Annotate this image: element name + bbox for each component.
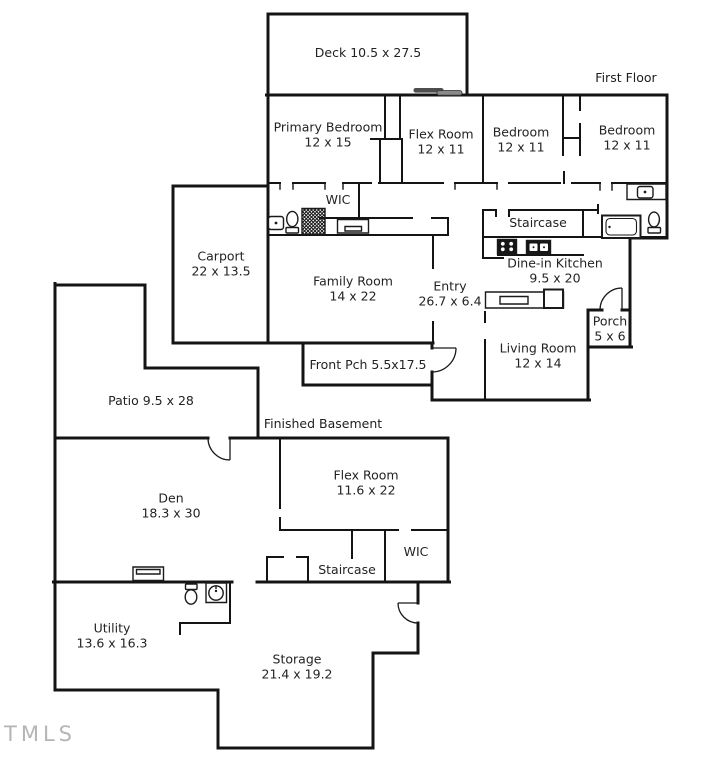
room-label-den: Den 18.3 x 30 <box>141 490 201 521</box>
room-dims: 12 x 11 <box>497 139 545 154</box>
room-name: Den <box>158 490 184 506</box>
room-name: Flex Room <box>408 126 474 142</box>
kitchen-counter-icon <box>486 290 564 309</box>
room-dims: 26.7 x 6.4 <box>418 293 482 308</box>
room-name: Utility <box>93 620 131 636</box>
room-dims: 13.6 x 16.3 <box>76 635 148 650</box>
room-name: Family Room <box>313 273 393 289</box>
basement-staircase-walls <box>267 530 352 582</box>
first-floor-title: First Floor <box>595 69 657 85</box>
basement-interior-walls <box>180 438 448 634</box>
fireplace-icon <box>133 567 164 581</box>
tmls-watermark: TMLS <box>4 722 76 746</box>
room-name: Bedroom <box>492 124 550 140</box>
room-name: Living Room <box>499 340 577 356</box>
basement-exterior-walls <box>54 284 450 749</box>
front-door-swing <box>432 348 456 372</box>
room-name: Porch <box>592 313 628 329</box>
carport-walls <box>173 186 268 343</box>
room-label-front-porch: Front Pch 5.5x17.5 <box>309 356 427 372</box>
room-name: Storage <box>272 651 322 667</box>
room-dims: 14 x 22 <box>329 288 377 303</box>
room-label-storage: Storage 21.4 x 19.2 <box>261 651 333 682</box>
room-dims: 12 x 14 <box>514 355 562 370</box>
storage-door-swing <box>398 603 418 623</box>
utility-bath-walls <box>180 582 230 634</box>
room-name: Bedroom <box>598 122 656 138</box>
porch-door-swing <box>600 288 622 310</box>
bathtub-icon <box>602 216 641 239</box>
room-label-entry: Entry 26.7 x 6.4 <box>418 278 482 309</box>
door-jamb-ticks <box>280 183 612 190</box>
basement-fixtures <box>133 567 227 604</box>
room-label-utility: Utility 13.6 x 16.3 <box>76 620 148 651</box>
room-name: Entry <box>433 278 467 294</box>
porch-walls <box>588 310 632 400</box>
first-floor-interior-walls <box>268 95 667 400</box>
room-label-porch: Porch 5 x 6 <box>592 313 628 344</box>
basement-title: Finished Basement <box>263 415 383 431</box>
room-label-basement-flex-room: Flex Room 11.6 x 22 <box>333 467 399 498</box>
kitchen-jog-wall <box>483 237 583 258</box>
room-name: Carport <box>197 248 245 264</box>
room-label-dine-in-kitchen: Dine-in Kitchen 9.5 x 20 <box>507 255 603 286</box>
basement-outline <box>55 284 418 749</box>
patio-door-swing <box>208 438 230 460</box>
first-floor-exterior-walls <box>173 14 667 400</box>
toilet-icon <box>286 211 299 233</box>
room-label-living-room: Living Room 12 x 14 <box>499 340 577 371</box>
room-name: Dine-in Kitchen <box>507 255 603 271</box>
staircase-walls <box>483 210 667 237</box>
patio-walls <box>55 285 258 437</box>
room-dims: 22 x 13.5 <box>191 263 251 278</box>
kitchen-sink-icon <box>527 241 551 254</box>
wic-walls <box>320 183 448 235</box>
stove-icon <box>498 240 517 255</box>
primary-flex-partition <box>371 95 402 183</box>
room-label-wic: WIC <box>325 191 351 207</box>
room-label-family-room: Family Room 14 x 22 <box>313 273 393 304</box>
deck-walls <box>268 14 467 95</box>
room-label-bedroom-middle: Bedroom 12 x 11 <box>492 124 550 155</box>
room-dims: 9.5 x 20 <box>529 270 581 285</box>
shower-icon <box>302 209 325 235</box>
vanity-sink-icon <box>627 184 666 200</box>
front-porch-walls <box>303 343 432 385</box>
room-label-flex-room: Flex Room 12 x 11 <box>408 126 474 157</box>
room-label-patio: Patio 9.5 x 28 <box>108 392 194 408</box>
room-dims: 21.4 x 19.2 <box>261 666 333 681</box>
room-dims: 12 x 11 <box>417 141 465 156</box>
room-label-basement-wic: WIC <box>403 543 429 559</box>
room-dims: 11.6 x 22 <box>336 482 396 497</box>
door-swings <box>208 288 622 623</box>
sliding-door-icon <box>413 88 463 95</box>
room-label-basement-staircase: Staircase <box>318 561 376 577</box>
toilet-icon <box>648 212 661 233</box>
toilet-icon <box>185 584 197 604</box>
room-label-primary-bedroom: Primary Bedroom 12 x 15 <box>273 119 383 150</box>
cabinet-icon <box>338 220 369 234</box>
room-dims: 12 x 15 <box>304 134 352 149</box>
first-floor-fixtures <box>269 88 667 308</box>
room-label-staircase: Staircase <box>509 214 567 230</box>
room-dims: 18.3 x 30 <box>141 505 201 520</box>
laundry-sink-icon <box>206 583 227 603</box>
sink-icon <box>269 217 284 230</box>
room-dims: 5 x 6 <box>594 328 626 343</box>
room-label-carport: Carport 22 x 13.5 <box>191 248 251 279</box>
bath-wall <box>583 205 598 213</box>
room-label-deck: Deck 10.5 x 27.5 <box>314 44 422 60</box>
room-name: Flex Room <box>333 467 399 483</box>
room-dims: 12 x 11 <box>603 137 651 152</box>
room-label-bedroom-right: Bedroom 12 x 11 <box>598 122 656 153</box>
bedroom-bedroom-partition <box>563 95 580 183</box>
room-name: Primary Bedroom <box>273 119 383 135</box>
